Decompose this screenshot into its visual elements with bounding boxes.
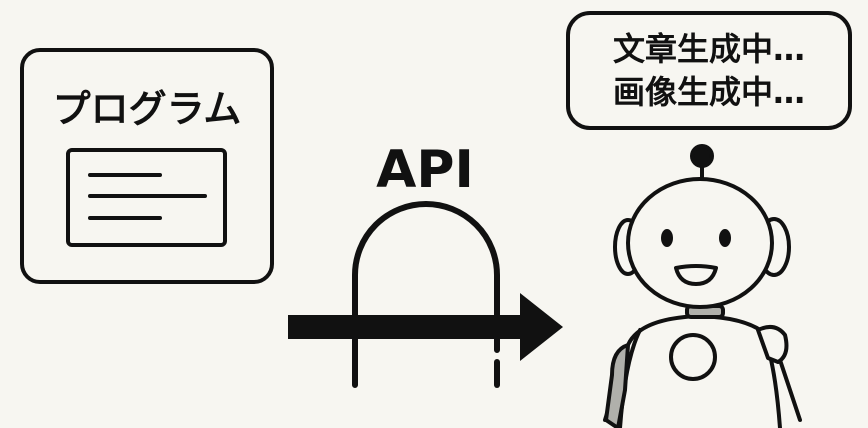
api-gate [352, 201, 500, 388]
program-title: プログラム [52, 87, 242, 131]
bubble-line-image: 画像生成中… [612, 73, 805, 111]
chest-light [669, 333, 717, 381]
speech-bubble [566, 11, 852, 130]
left-arm [604, 343, 630, 428]
bubble-line-text: 文章生成中… [612, 30, 805, 68]
api-label: API [376, 140, 474, 200]
left-eye [661, 229, 673, 247]
program-box [20, 48, 274, 284]
right-eye [719, 229, 731, 247]
smile [674, 264, 718, 286]
right-shoulder [756, 324, 789, 364]
code-window [66, 148, 227, 247]
head [626, 177, 774, 309]
speech-bubble-text: 文章生成中… 画像生成中… [568, 28, 850, 114]
arrow [288, 293, 563, 361]
robot [603, 144, 802, 428]
antenna-ball [690, 144, 714, 168]
